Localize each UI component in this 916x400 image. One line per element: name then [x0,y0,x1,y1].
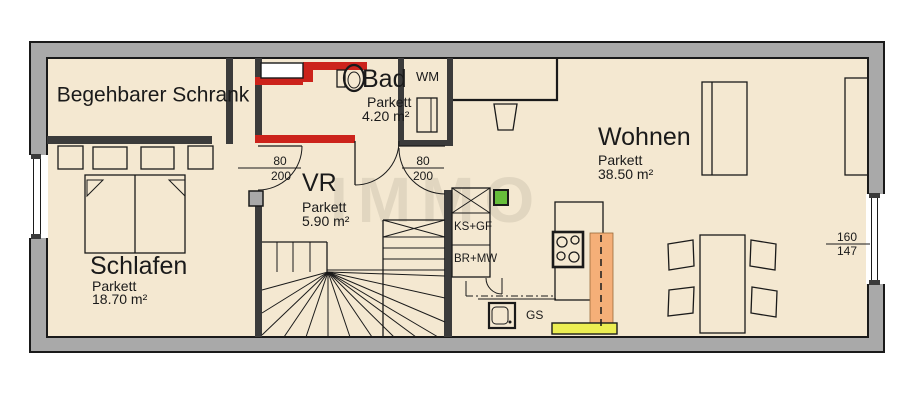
tall-cabinet-column [451,187,491,278]
door-dim-height: 200 [412,169,434,183]
windows [29,154,885,285]
winder-treads [261,271,446,338]
area-label-bad: 4.20 m² [362,108,410,124]
door-dim-width: 80 [416,154,430,168]
room-label-bad: Bad [362,65,407,93]
sink-icon [487,301,517,330]
door-schlafen [238,145,303,191]
chair [749,239,777,271]
living-window [866,193,885,285]
floor-label-vr: Parkett [302,199,347,215]
double-bed [57,145,214,254]
plant-icon [493,189,509,206]
stove-icon [551,230,585,269]
interior-walls [47,58,453,337]
area-label-vr: 5.90 m² [302,213,350,229]
bench [551,322,618,335]
kitchen [451,187,618,335]
duct-shaft [260,62,304,79]
washing-machine-icon [416,97,438,133]
blanket-fold-left [86,179,105,198]
chair [667,286,695,317]
wall-unit [844,77,869,176]
wall-post [248,190,264,207]
door-wohnen [398,145,446,195]
door-bad [354,140,400,186]
door-dim-height: 200 [270,169,292,183]
appliance-label-gs: GS [526,308,544,322]
floor-area [47,58,868,337]
toilet-icon [336,63,366,93]
pillow-right [140,146,175,170]
room-label-schlafen: Schlafen [90,252,188,280]
floor-label-schlafen: Parkett [92,278,137,294]
nightstand-left [57,145,84,170]
bedroom-window [29,154,48,239]
doors [238,140,870,245]
dining-table [699,234,746,334]
room-label-vr: VR [302,169,337,197]
appliance-label-wm: WM [416,69,440,84]
nightstand-right [187,145,214,170]
room-label-schrank: Begehbarer Schrank [56,83,250,107]
living-furniture [453,58,869,334]
armchair [493,103,518,131]
bath-fixtures [336,63,438,133]
chair [667,239,695,271]
built-in-closet [453,58,559,102]
outer-walls [29,41,885,353]
floor-label-wohnen: Parkett [598,152,643,168]
watermark-text: IMMO [330,164,544,236]
appliance-label-brmw: BR+MW [454,253,498,265]
sofa [701,81,748,176]
blanket-fold-right [167,179,186,198]
door-dim-width: 80 [273,154,287,168]
window-dim-sill: 147 [836,244,858,258]
pillow-left [92,146,128,170]
room-label-wohnen: Wohnen [598,123,691,151]
appliance-label-ksgf: KS+GF [454,221,493,233]
area-label-schlafen: 18.70 m² [92,291,148,307]
cabinet-door [485,277,503,295]
floor-label-bad: Parkett [367,94,412,110]
chair [750,286,778,318]
staircase [261,219,446,338]
area-label-wohnen: 38.50 m² [598,166,654,182]
window-dim-width: 160 [836,230,858,244]
